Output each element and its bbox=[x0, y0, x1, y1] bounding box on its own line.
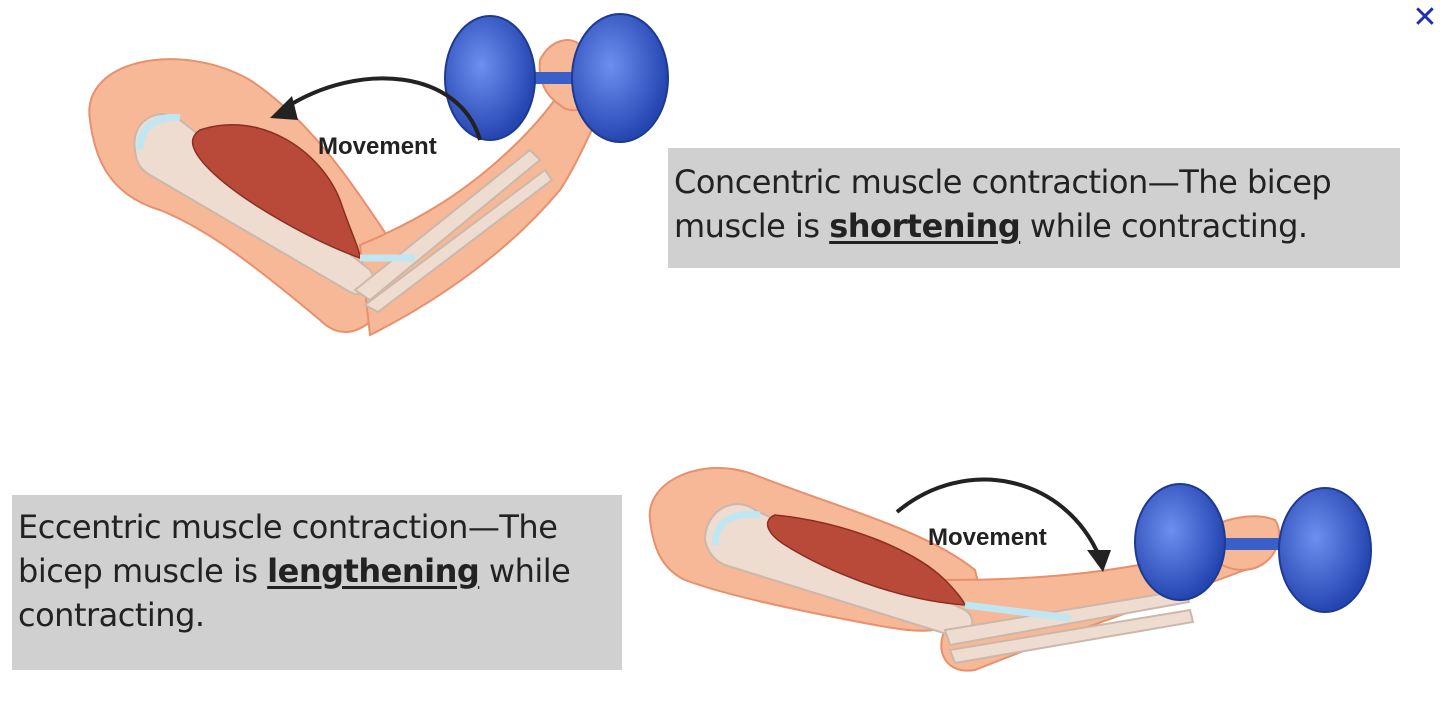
forearm-bones bbox=[943, 588, 1195, 665]
close-button[interactable]: ✕ bbox=[1410, 2, 1440, 34]
eccentric-arm-illustration: Movement bbox=[648, 466, 1372, 672]
forearm-bones bbox=[353, 148, 554, 314]
eccentric-keyword: lengthening bbox=[267, 552, 480, 590]
close-icon: ✕ bbox=[1412, 0, 1438, 35]
concentric-caption-end: while contracting. bbox=[1020, 207, 1308, 245]
movement-arrowhead bbox=[1087, 550, 1111, 572]
concentric-caption: Concentric muscle contraction—The bicep … bbox=[668, 148, 1400, 268]
tendon-upper bbox=[136, 113, 181, 151]
movement-arrowhead bbox=[270, 96, 298, 120]
movement-arrow bbox=[895, 477, 1102, 559]
concentric-arm-illustration: Movement bbox=[88, 13, 669, 337]
dumbbell-icon bbox=[444, 13, 669, 143]
tendon-lower bbox=[964, 601, 1071, 622]
concentric-caption-text: Concentric muscle contraction—The bicep … bbox=[674, 163, 1332, 245]
movement-label: Movement bbox=[928, 524, 1047, 551]
concentric-keyword: shortening bbox=[829, 207, 1021, 245]
movement-label: Movement bbox=[318, 133, 437, 160]
eccentric-caption: Eccentric muscle contraction—The bicep m… bbox=[12, 495, 622, 670]
eccentric-caption-end: while contracting. bbox=[18, 552, 571, 634]
dumbbell-icon bbox=[1134, 483, 1372, 613]
tendon-upper bbox=[711, 510, 761, 546]
eccentric-caption-text: Eccentric muscle contraction—The bicep m… bbox=[18, 508, 558, 590]
movement-arrow bbox=[283, 76, 482, 141]
